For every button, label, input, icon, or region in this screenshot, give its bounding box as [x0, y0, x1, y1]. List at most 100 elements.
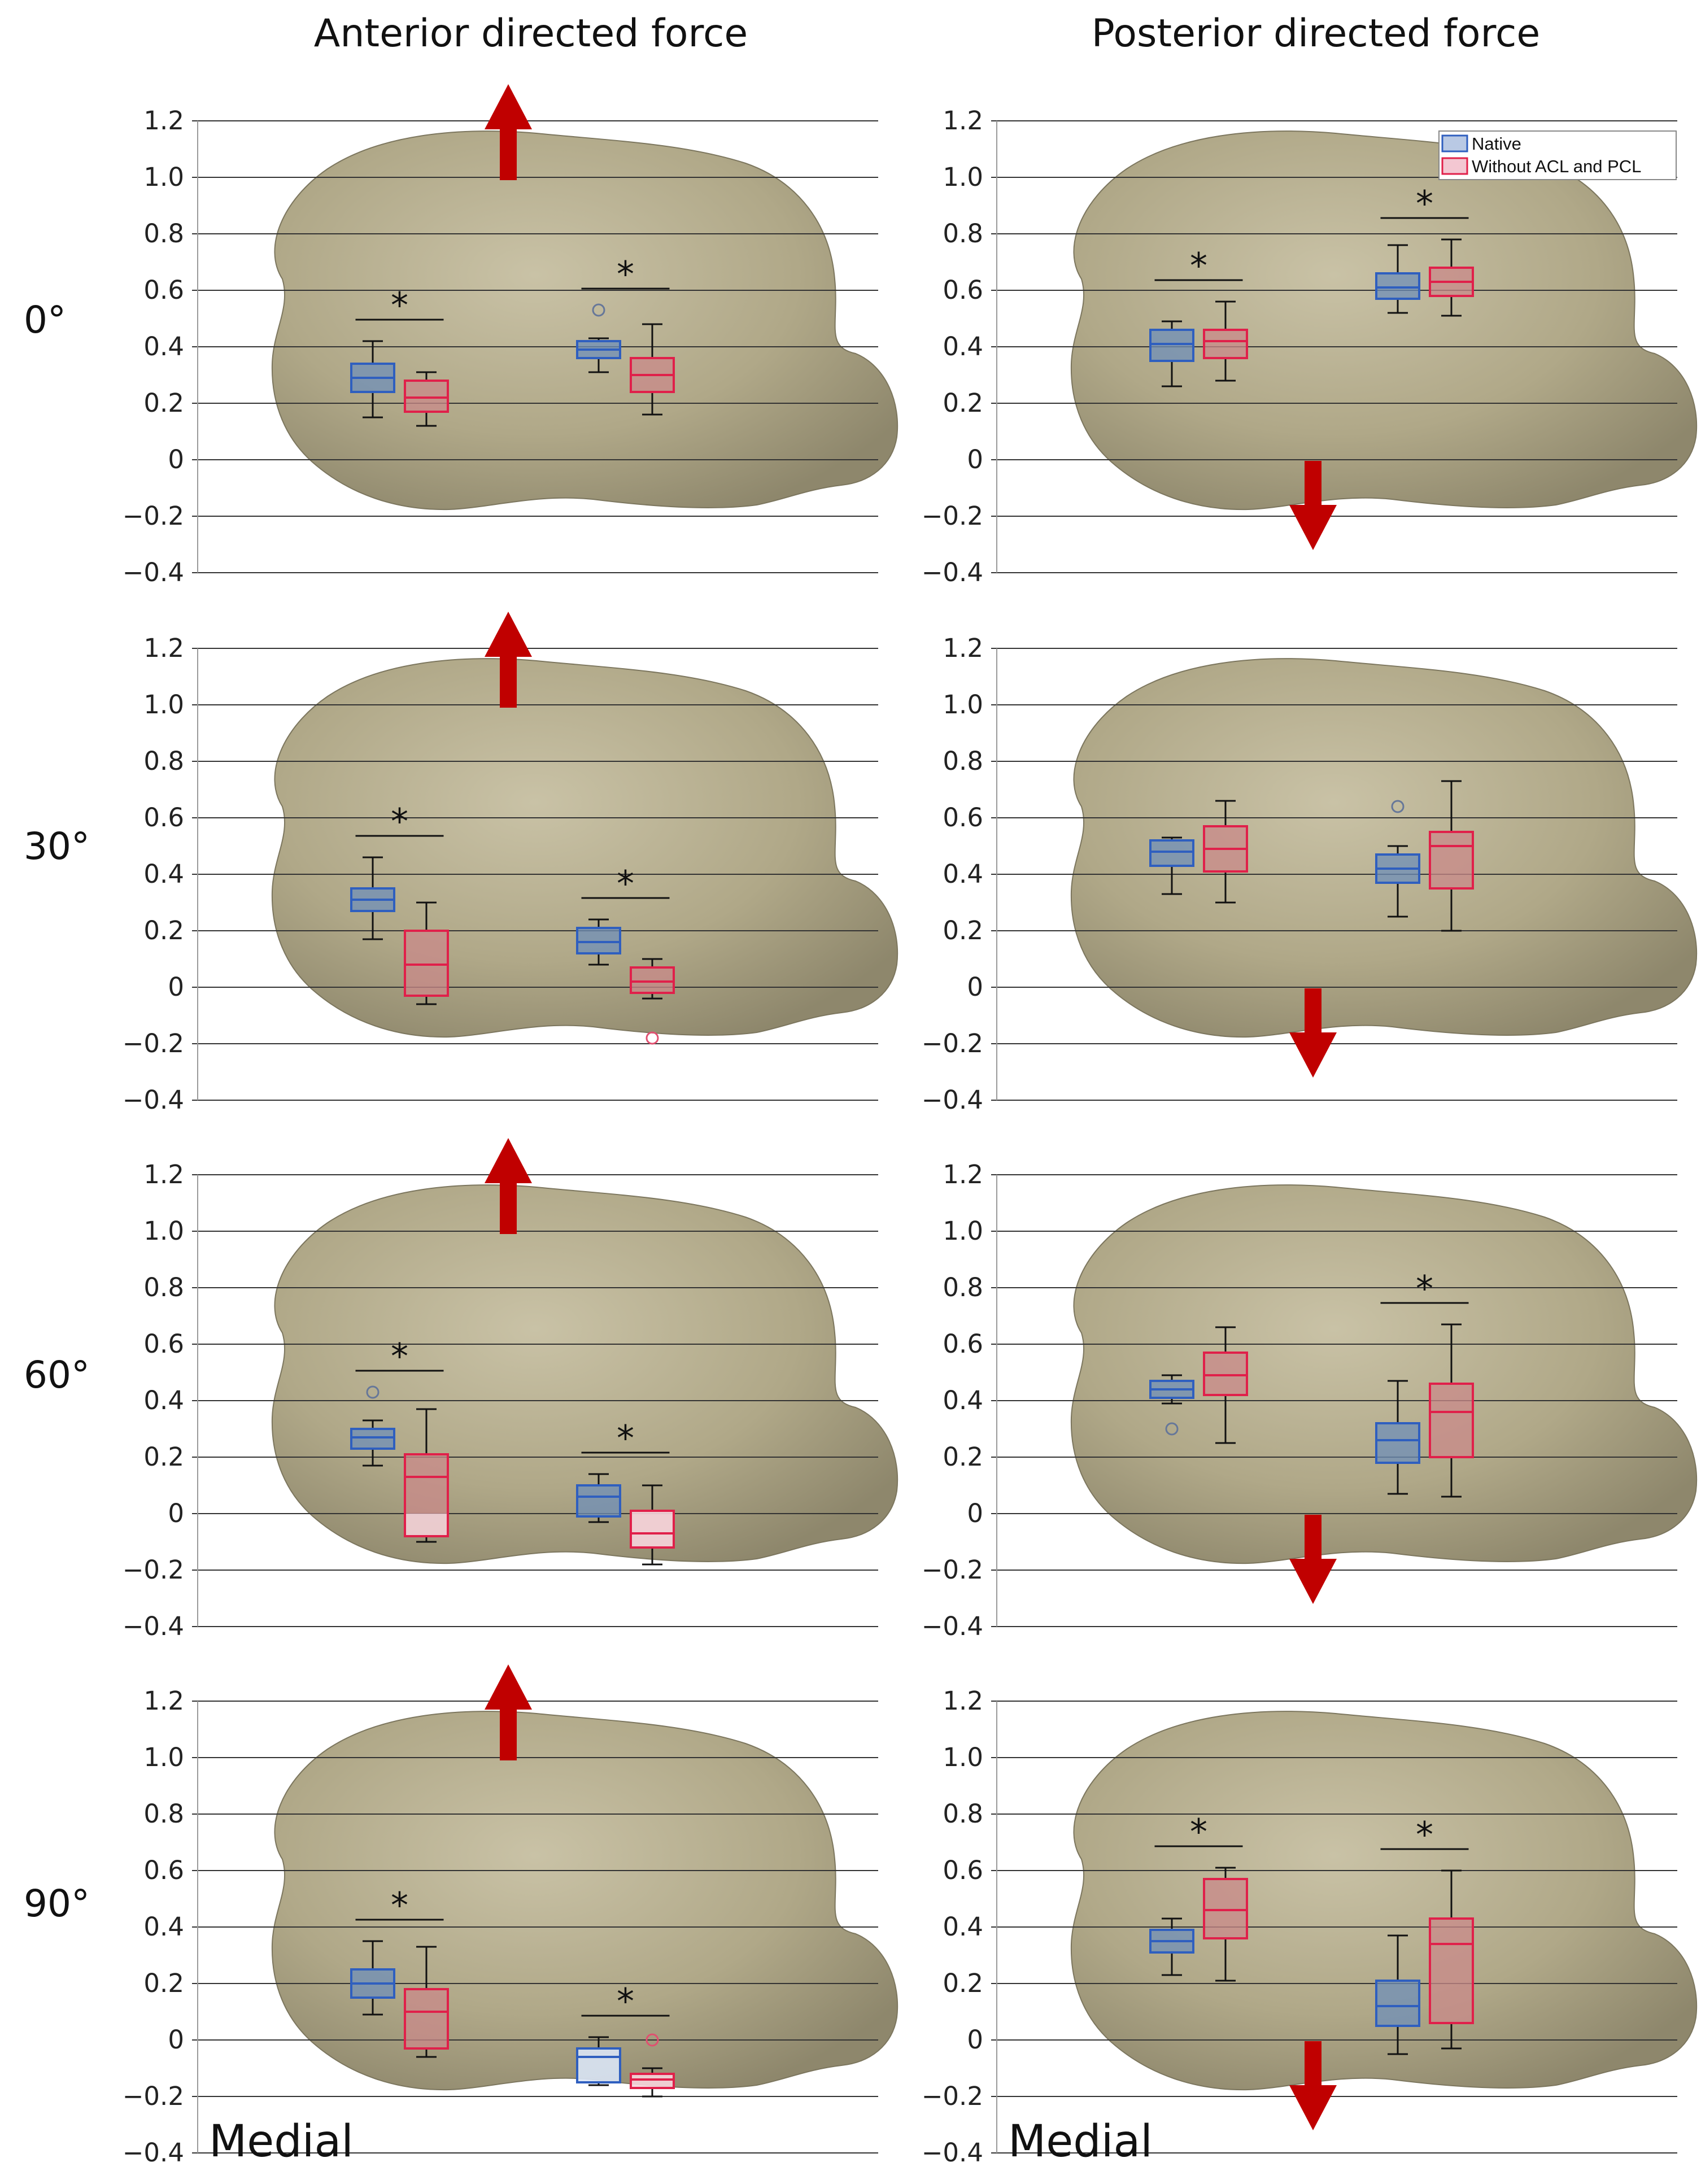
y-tick-label: 1.0 [943, 690, 983, 720]
y-tick-label: 0.6 [143, 275, 184, 305]
box-without-acl-pcl [1429, 780, 1474, 932]
panel-3-anterior: −0.4 −0.2 0 0.2 0.4 0.6 0.8 1.0 1.2 * * [123, 1138, 899, 1641]
box-native [1375, 1380, 1420, 1495]
significance-asterisk: * [617, 1981, 634, 2022]
y-tick-label: −0.2 [123, 1555, 184, 1585]
significance-asterisk: * [1190, 245, 1207, 286]
y-tick-label: 0.4 [143, 1385, 184, 1415]
box-without-acl-pcl [630, 1484, 675, 1566]
box-native [1149, 320, 1194, 387]
box-body [404, 380, 449, 413]
box-without-acl-pcl [630, 958, 675, 1045]
y-tick-label: 1.2 [943, 106, 983, 136]
y-tick-label: −0.2 [123, 501, 184, 531]
box-native [1375, 244, 1420, 314]
y-tick-label: 0.8 [943, 746, 983, 776]
y-tick-label: 0.2 [143, 1442, 184, 1472]
force-arrow-up [485, 1138, 532, 1234]
box-native [1375, 1934, 1420, 2055]
y-tick-label: 0 [168, 444, 184, 474]
panel-3-posterior: −0.4−0.200.20.40.60.81.01.2* [922, 1159, 1698, 1641]
bone-shape [1070, 130, 1698, 511]
panel-4-posterior: −0.4−0.200.20.40.60.81.01.2**Medial [922, 1686, 1698, 2168]
significance-asterisk: * [1416, 1268, 1433, 1309]
box-body [1429, 831, 1474, 890]
panel-1-anterior: −0.4−0.200.20.40.60.81.01.2** [123, 84, 899, 587]
box-body [630, 966, 675, 994]
box-body [1429, 1917, 1474, 2024]
significance-asterisk: * [391, 285, 408, 326]
significance-asterisk: * [1416, 183, 1433, 224]
y-tick-label: −0.4 [123, 2138, 184, 2168]
box-fill-lower [405, 1514, 448, 1536]
box-body [630, 1510, 675, 1549]
y-tick-label: 0.8 [143, 1272, 184, 1302]
column-title-anterior: Anterior directed force [313, 11, 748, 56]
significance-asterisk: * [391, 1336, 408, 1377]
column-title-posterior: Posterior directed force [1091, 11, 1541, 56]
y-tick-label: 1.0 [143, 1216, 184, 1246]
y-tick-label: −0.4 [123, 1085, 184, 1115]
box-outline [404, 1453, 449, 1537]
box-without-acl-pcl [630, 2033, 675, 2098]
y-tick-label: 0.8 [943, 1799, 983, 1829]
box-body [1203, 329, 1248, 359]
y-tick-label: 0.2 [143, 916, 184, 945]
box-without-acl-pcl [1203, 800, 1248, 904]
y-tick-label: −0.4 [922, 1085, 983, 1115]
row-label-60deg: 60° [24, 1353, 90, 1397]
y-tick-label: 0 [168, 1498, 184, 1528]
force-arrow-up [485, 1664, 532, 1760]
box-body [1429, 1383, 1474, 1458]
box-body [1375, 272, 1420, 300]
y-tick-label: 0.2 [143, 388, 184, 418]
y-tick-label: 0.2 [943, 1442, 983, 1472]
y-tick-label: 0.8 [143, 1799, 184, 1829]
y-tick-label: 0.6 [943, 1855, 983, 1885]
y-tick-label: 1.0 [943, 162, 983, 192]
y-tick-label: 0.8 [943, 219, 983, 249]
y-tick-label: −0.2 [922, 2081, 983, 2111]
legend-swatch-without [1441, 157, 1468, 175]
y-tick-label: −0.2 [922, 501, 983, 531]
box-native [1149, 1917, 1194, 1976]
medial-label: Medial [1008, 2116, 1153, 2167]
significance-asterisk: * [617, 1418, 634, 1459]
y-tick-label: 1.0 [943, 1742, 983, 1772]
y-tick-label: −0.4 [922, 1611, 983, 1641]
y-tick-label: 0.6 [143, 1855, 184, 1885]
bone-shape [1070, 1711, 1698, 2091]
y-tick-label: −0.4 [922, 2138, 983, 2168]
box-body [404, 930, 449, 997]
legend-swatch-native [1441, 134, 1468, 152]
box-native [350, 1940, 395, 2016]
outlier-point [1391, 800, 1405, 813]
box-without-acl-pcl [630, 323, 675, 416]
y-tick-label: 1.2 [943, 1159, 983, 1189]
y-tick-label: −0.4 [123, 1611, 184, 1641]
y-tick-label: 1.0 [143, 1742, 184, 1772]
panel-2-posterior: −0.4−0.200.20.40.60.81.01.2 [922, 633, 1698, 1115]
box-without-acl-pcl [1429, 238, 1474, 317]
y-tick-label: 0 [168, 2025, 184, 2055]
y-tick-label: 0 [967, 1498, 983, 1528]
box-without-acl-pcl [404, 901, 449, 1005]
outlier-point [1165, 1422, 1179, 1436]
y-tick-label: 0.8 [943, 1272, 983, 1302]
y-tick-label: 0.4 [143, 332, 184, 361]
y-tick-label: −0.4 [922, 557, 983, 587]
box-body [576, 927, 621, 954]
y-tick-label: 1.2 [143, 106, 184, 136]
y-tick-label: 0.4 [943, 1385, 983, 1415]
y-tick-label: 0 [967, 444, 983, 474]
y-tick-label: 1.2 [143, 1159, 184, 1189]
y-tick-label: 0.6 [143, 1329, 184, 1359]
force-arrow-down [1289, 2041, 1337, 2130]
y-tick-label: 0.2 [143, 1968, 184, 1998]
panel-2-anterior: −0.4−0.200.20.40.60.81.01.2** [123, 612, 899, 1115]
y-tick-label: 0.4 [943, 332, 983, 361]
y-tick-label: 1.2 [143, 633, 184, 663]
y-tick-label: 1.0 [143, 162, 184, 192]
force-arrow-down [1289, 461, 1337, 550]
